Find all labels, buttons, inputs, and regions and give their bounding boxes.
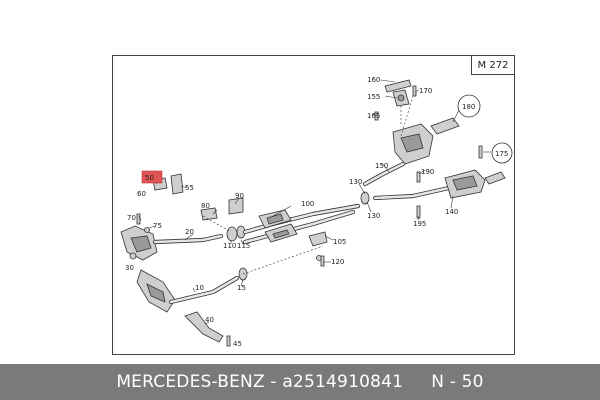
label-45: 45 [233, 340, 242, 348]
label-115: 115 [237, 242, 250, 250]
lower-catalytic-converter [136, 269, 240, 313]
label-160: 160 [367, 76, 380, 84]
label-120: 120 [331, 258, 344, 266]
bolt-190 [416, 171, 421, 183]
nut-120 [320, 255, 325, 267]
part-number: a2514910841 [282, 372, 404, 392]
callout-circle-180 [457, 94, 481, 118]
label-100: 100 [301, 200, 314, 208]
label-175: 175 [495, 150, 508, 158]
label-15: 15 [237, 284, 246, 292]
bolt-170 [412, 85, 417, 97]
model-code-label: M 272 [471, 56, 514, 75]
label-195: 195 [413, 220, 426, 228]
label-190: 190 [421, 168, 434, 176]
bolt-45 [226, 335, 231, 347]
bracket-105 [308, 231, 328, 261]
label-80: 80 [201, 202, 210, 210]
gasket-55 [170, 173, 184, 195]
rear-muffler [444, 169, 506, 199]
label-50: 50 [145, 174, 154, 182]
label-165: 165 [367, 112, 380, 120]
separator: - [264, 372, 283, 392]
position-number: N - 50 [431, 372, 484, 392]
spacer [403, 372, 431, 392]
label-180: 180 [462, 103, 475, 111]
part-caption-bar: MERCEDES-BENZ - a2514910841 N - 50 [0, 364, 600, 400]
pipe-20 [152, 233, 224, 245]
rear-pipe-140 [372, 185, 452, 201]
callout-circle-175 [491, 142, 513, 164]
label-40: 40 [205, 316, 214, 324]
bolt-175 [478, 145, 483, 159]
label-30: 30 [125, 264, 134, 272]
label-70: 70 [127, 214, 136, 222]
pipe-150 [362, 161, 406, 187]
brand-name: MERCEDES-BENZ [116, 372, 265, 392]
label-170: 170 [419, 87, 432, 95]
hanger-155 [384, 79, 412, 126]
label-75: 75 [153, 222, 162, 230]
callout-labels: 50 55 60 70 75 80 90 100 20 110 115 30 1… [125, 76, 508, 348]
exhaust-system-diagram: 50 55 60 70 75 80 90 100 20 110 115 30 1… [120, 76, 513, 348]
bolt-195 [416, 205, 421, 219]
clamp-90 [228, 197, 244, 215]
middle-pipe-100 [242, 203, 361, 245]
exhaust-diagram-panel: 50 55 60 70 75 80 90 100 20 110 115 30 1… [112, 55, 515, 355]
label-130-upper: 130 [349, 178, 362, 186]
label-105: 105 [333, 238, 346, 246]
highlight-50-box [141, 170, 163, 184]
bracket-40 [184, 311, 224, 343]
label-55: 55 [185, 184, 194, 192]
label-90: 90 [235, 192, 244, 200]
clamp-80 [200, 207, 218, 221]
leader-lines [138, 79, 491, 325]
label-10: 10 [195, 284, 204, 292]
upper-muffler [392, 117, 460, 165]
label-20: 20 [185, 228, 194, 236]
front-catalytic-converter [120, 225, 158, 261]
bolt-70 [136, 213, 141, 225]
clamp-130 [360, 191, 370, 205]
label-110: 110 [223, 242, 236, 250]
label-155: 155 [367, 93, 380, 101]
label-150: 150 [375, 162, 388, 170]
nut-75 [144, 227, 150, 233]
clamp-110 [226, 225, 246, 242]
label-60: 60 [137, 190, 146, 198]
label-140: 140 [445, 208, 458, 216]
label-130-lower: 130 [367, 212, 380, 220]
